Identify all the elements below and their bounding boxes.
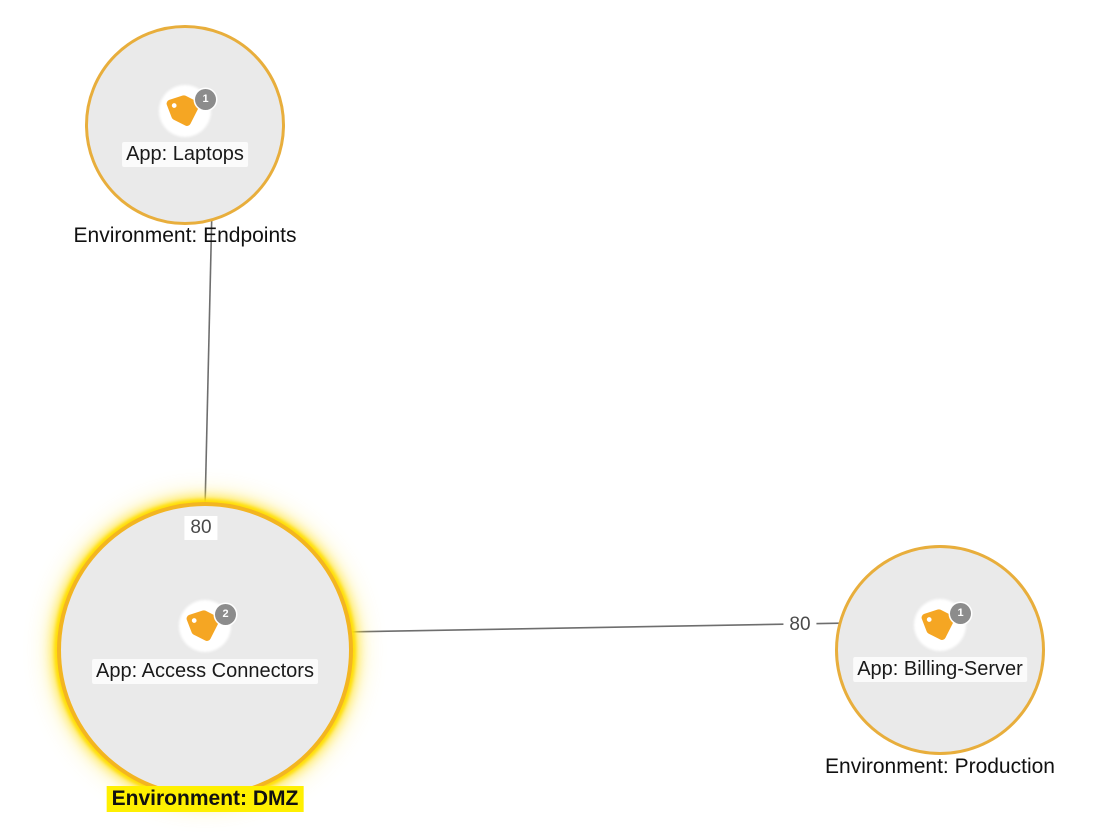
tag-icon[interactable]: [184, 605, 226, 647]
tag-icon[interactable]: [919, 604, 961, 646]
environment-label-endpoints: Environment: Endpoints: [73, 224, 297, 247]
app-label-production: App: Billing-Server: [853, 657, 1027, 682]
environment-label-production: Environment: Production: [825, 755, 1055, 778]
tag-icon[interactable]: [164, 90, 206, 132]
app-count-badge: 2: [215, 604, 236, 625]
environment-label-dmz: Environment: DMZ: [106, 786, 304, 812]
app-label-dmz: App: Access Connectors: [92, 659, 318, 684]
app-label-endpoints: App: Laptops: [122, 142, 248, 167]
app-count-badge: 1: [195, 89, 216, 110]
edge-label-connectors-to-billing: 80: [783, 613, 817, 637]
edge-label-laptops-to-connectors: 80: [184, 516, 218, 540]
app-count-badge: 1: [950, 603, 971, 624]
